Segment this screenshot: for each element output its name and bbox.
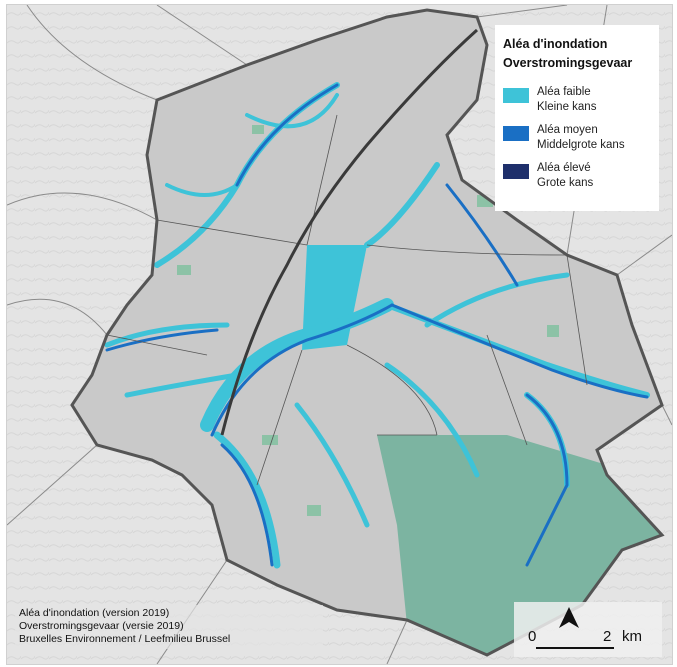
legend-item-low: Aléa faible Kleine kans bbox=[503, 85, 651, 115]
legend-swatch-medium bbox=[503, 126, 529, 141]
canal bbox=[220, 28, 479, 436]
legend-title-fr: Aléa d'inondation bbox=[503, 37, 608, 51]
scale-bar bbox=[536, 647, 614, 649]
map-credits: Aléa d'inondation (version 2019) Overstr… bbox=[15, 605, 323, 649]
legend-items: Aléa faible Kleine kans Aléa moyen Midde… bbox=[503, 85, 651, 191]
legend-label-high-fr: Aléa élevé bbox=[537, 162, 591, 174]
credit-line-2: Overstromingsgevaar (versie 2019) bbox=[19, 620, 184, 633]
legend-label-low-nl: Kleine kans bbox=[537, 101, 597, 113]
legend-label-medium-nl: Middelgrote kans bbox=[537, 139, 625, 151]
credit-line-3: Bruxelles Environnement / Leefmilieu Bru… bbox=[19, 633, 231, 646]
legend-title-nl: Overstromingsgevaar bbox=[503, 56, 633, 70]
legend-label-low-fr: Aléa faible bbox=[537, 86, 591, 98]
legend-item-high: Aléa élevé Grote kans bbox=[503, 161, 651, 191]
map-frame[interactable]: Aléa d'inondation Overstromingsgevaar Al… bbox=[6, 4, 673, 665]
region-boundary bbox=[70, 8, 665, 657]
legend-swatch-high bbox=[503, 164, 529, 179]
legend-label-medium-fr: Aléa moyen bbox=[537, 124, 598, 136]
north-arrow-icon bbox=[559, 607, 579, 628]
legend-label-high-nl: Grote kans bbox=[537, 177, 594, 189]
legend-item-medium: Aléa moyen Middelgrote kans bbox=[503, 123, 651, 153]
green-spaces bbox=[177, 125, 559, 516]
scale-unit-label: km bbox=[622, 628, 642, 645]
scale-end-label: 2 bbox=[603, 628, 612, 645]
map-legend: Aléa d'inondation Overstromingsgevaar Al… bbox=[495, 25, 659, 211]
scale-box: 0 2 km bbox=[514, 602, 662, 657]
credit-line-1: Aléa d'inondation (version 2019) bbox=[19, 607, 170, 619]
scale-start-label: 0 bbox=[528, 628, 537, 645]
legend-swatch-low bbox=[503, 88, 529, 103]
